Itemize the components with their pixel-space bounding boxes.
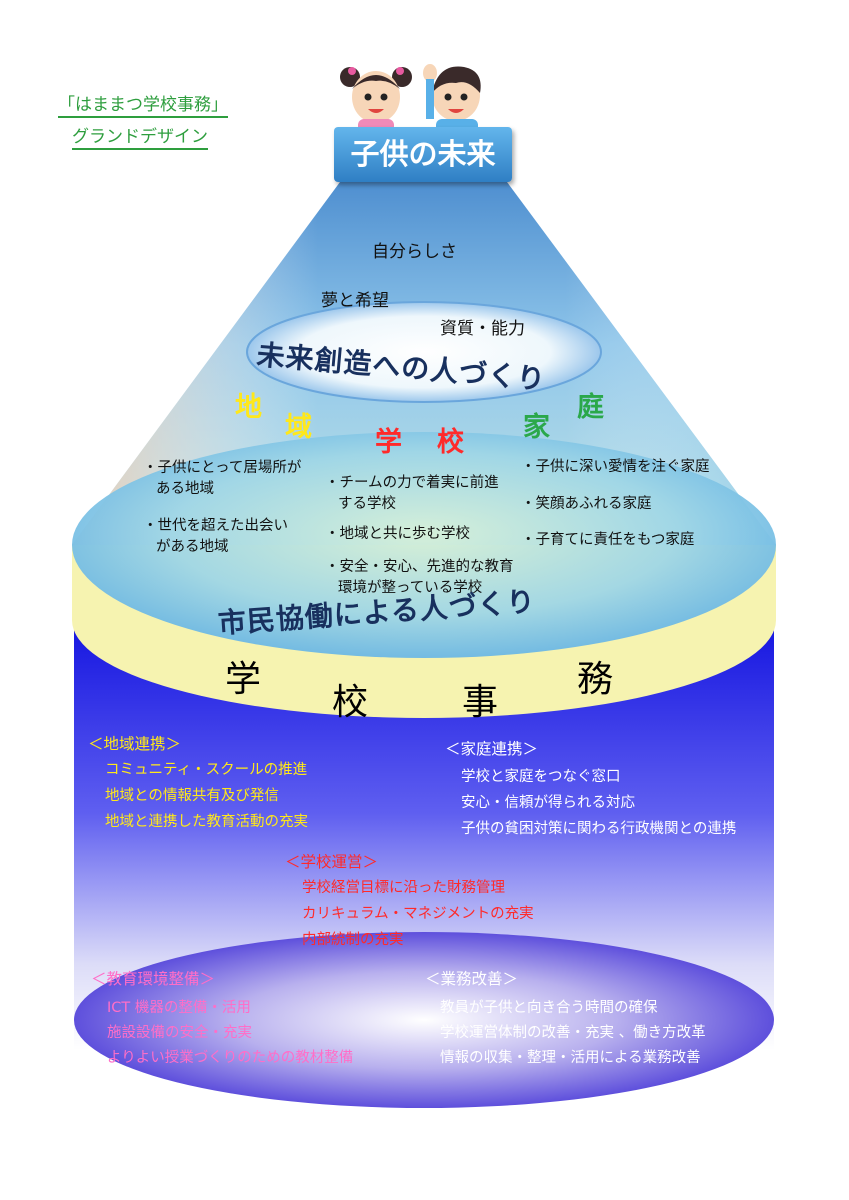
home-bullet-3: ・子育てに責任をもつ家庭 bbox=[521, 532, 695, 548]
school-mgmt-head: ＜学校運営＞ bbox=[285, 853, 379, 871]
goal-box: 子供の未来 bbox=[334, 127, 512, 182]
school-bullet-2: ・地域と共に歩む学校 bbox=[325, 526, 470, 542]
community-bullet-1a: ・子供にとって居場所が bbox=[143, 460, 302, 476]
office-char-3: 事 bbox=[462, 682, 499, 723]
improvement-head: ＜業務改善＞ bbox=[425, 970, 519, 988]
cone-word-abilities: 資質・能力 bbox=[440, 319, 525, 339]
community-bullet-1b: ある地域 bbox=[156, 481, 214, 497]
environment-item-2: 施設設備の安全・充実 bbox=[107, 1025, 252, 1041]
school-bullet-1a: ・チームの力で着実に前進 bbox=[325, 475, 499, 491]
home-link-item-3: 子供の貧困対策に関わる行政機関との連携 bbox=[461, 821, 737, 837]
vision-oval bbox=[246, 301, 602, 403]
pillar-school-char-1: 学 bbox=[375, 427, 402, 458]
community-link-item-1: コミュニティ・スクールの推進 bbox=[105, 762, 308, 778]
improvement-item-1: 教員が子供と向き合う時間の確保 bbox=[440, 1000, 658, 1016]
children-illustration bbox=[340, 64, 481, 135]
community-link-head: ＜地域連携＞ bbox=[88, 735, 182, 753]
school-mgmt-item-2: カリキュラム・マネジメントの充実 bbox=[302, 906, 534, 922]
office-char-2: 校 bbox=[332, 682, 369, 723]
cone-word-dreams: 夢と希望 bbox=[321, 291, 389, 311]
pillar-school-char-2: 校 bbox=[437, 427, 464, 458]
school-bullet-3a: ・安全・安心、先進的な教育 bbox=[325, 559, 514, 575]
title-line-1: 「はままつ学校事務」 bbox=[58, 90, 228, 118]
title-line-2: グランドデザイン bbox=[72, 122, 208, 150]
community-link-item-2: 地域との情報共有及び発信 bbox=[105, 788, 279, 804]
home-bullet-2: ・笑顔あふれる家庭 bbox=[521, 496, 652, 512]
pillar-community-char-1: 地 bbox=[235, 392, 262, 423]
environment-item-3: よりよい授業づくりのための教材整備 bbox=[107, 1050, 354, 1066]
environment-item-1: ICT 機器の整備・活用 bbox=[107, 1000, 251, 1016]
office-char-1: 学 bbox=[225, 659, 262, 700]
top-ellipse bbox=[72, 432, 776, 658]
school-bullet-1b: する学校 bbox=[338, 496, 396, 512]
pillar-home-char-1: 家 bbox=[523, 412, 550, 443]
pillar-community-char-2: 域 bbox=[285, 412, 312, 443]
home-link-item-1: 学校と家庭をつなぐ窓口 bbox=[461, 769, 621, 785]
community-link-item-3: 地域と連携した教育活動の充実 bbox=[105, 814, 308, 830]
school-mgmt-item-3: 内部統制の充実 bbox=[302, 932, 404, 948]
cylinder-body bbox=[74, 620, 774, 1050]
cone-word-individuality: 自分らしさ bbox=[372, 242, 457, 262]
community-bullet-2a: ・世代を超えた出会い bbox=[143, 518, 288, 534]
school-mgmt-item-1: 学校経営目標に沿った財務管理 bbox=[302, 880, 505, 896]
improvement-item-3: 情報の収集・整理・活用による業務改善 bbox=[440, 1050, 701, 1066]
home-link-head: ＜家庭連携＞ bbox=[445, 740, 539, 758]
home-bullet-1: ・子供に深い愛情を注ぐ家庭 bbox=[521, 459, 710, 475]
community-bullet-2b: がある地域 bbox=[156, 539, 229, 555]
improvement-item-2: 学校運営体制の改善・充実 、働き方改革 bbox=[440, 1025, 706, 1041]
home-link-item-2: 安心・信頼が得られる対応 bbox=[461, 795, 635, 811]
school-bullet-3b: 環境が整っている学校 bbox=[338, 580, 483, 596]
office-char-4: 務 bbox=[577, 659, 614, 700]
bottom-ellipse bbox=[74, 932, 774, 1108]
environment-head: ＜教育環境整備＞ bbox=[91, 970, 216, 988]
pillar-home-char-2: 庭 bbox=[577, 392, 604, 423]
